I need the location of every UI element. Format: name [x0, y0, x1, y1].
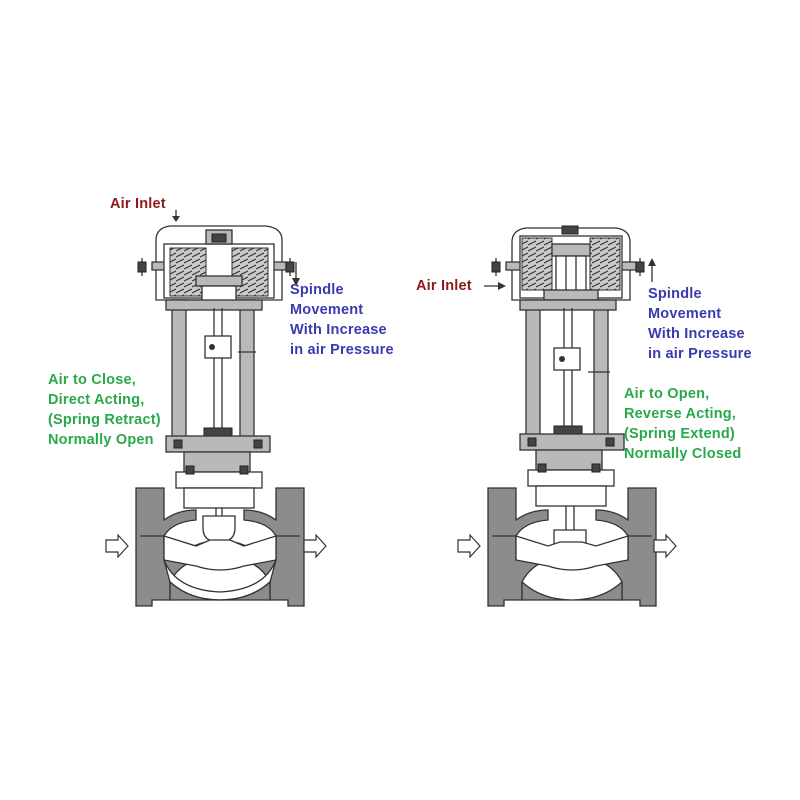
right-mode-line-3: (Spring Extend)	[624, 426, 735, 442]
right-air-inlet-arrow-icon	[498, 282, 506, 290]
left-mode-line-2: Direct Acting,	[48, 392, 145, 408]
left-bonnet	[175, 465, 263, 543]
right-actuator-housing	[484, 225, 645, 301]
left-yoke	[165, 299, 271, 473]
right-mode-line-1: Air to Open,	[624, 386, 710, 402]
right-inflow-arrow-icon	[457, 534, 481, 558]
left-outflow-arrow-icon	[303, 534, 327, 558]
left-actuator-housing	[137, 210, 295, 309]
right-valve-body	[487, 487, 657, 607]
left-mode-line-1: Air to Close,	[48, 372, 136, 388]
left-spindle-line-4: in air Pressure	[290, 342, 394, 358]
right-mode-label: Air to Open, Reverse Acting, (Spring Ext…	[624, 384, 741, 464]
right-spindle-line-4: in air Pressure	[648, 346, 752, 362]
left-mode-line-4: Normally Open	[48, 432, 154, 448]
right-air-inlet-label: Air Inlet	[416, 278, 472, 294]
left-spindle-line-3: With Increase	[290, 322, 387, 338]
left-inflow-arrow-icon	[105, 534, 129, 558]
right-mode-line-4: Normally Closed	[624, 446, 742, 462]
left-spindle-line-1: Spindle	[290, 282, 344, 298]
right-outflow-arrow-icon	[653, 534, 677, 558]
left-spindle-down-arrow-icon	[292, 278, 300, 286]
left-mode-line-3: (Spring Retract)	[48, 412, 161, 428]
left-valve	[105, 210, 327, 607]
left-valve-body	[135, 487, 305, 607]
right-spindle-up-arrow-icon	[648, 258, 656, 266]
right-yoke	[519, 299, 625, 471]
left-mode-label: Air to Close, Direct Acting, (Spring Ret…	[48, 370, 161, 450]
left-air-inlet-label: Air Inlet	[110, 196, 166, 212]
right-mode-line-2: Reverse Acting,	[624, 406, 737, 422]
right-spindle-line-3: With Increase	[648, 326, 745, 342]
left-spindle-label: Spindle Movement With Increase in air Pr…	[290, 280, 394, 360]
right-spindle-label: Spindle Movement With Increase in air Pr…	[648, 284, 752, 364]
right-valve	[457, 225, 677, 607]
left-spindle-line-2: Movement	[290, 302, 364, 318]
right-spindle-line-1: Spindle	[648, 286, 702, 302]
right-spindle-line-2: Movement	[648, 306, 722, 322]
